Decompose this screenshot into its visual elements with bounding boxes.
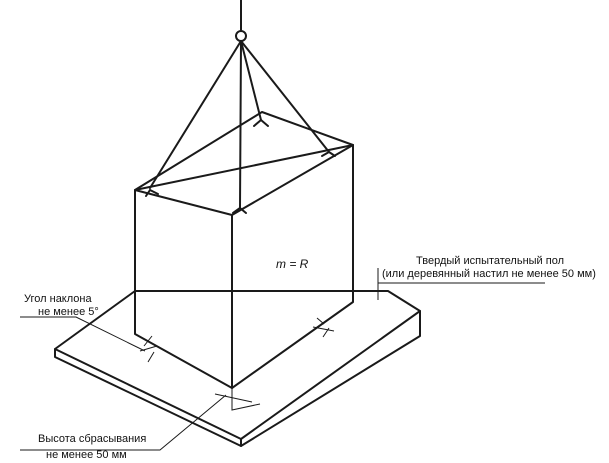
mass-label: m = R: [276, 257, 309, 271]
tilt-label-line2: не менее 5°: [38, 306, 99, 318]
tilt-label-line1: Угол наклона: [24, 293, 92, 305]
lifting-eyes: [145, 119, 336, 214]
test-floor-slab: [54, 290, 421, 447]
floor-label-line1: Твердый испытательный пол: [416, 255, 564, 267]
crate-box: [134, 111, 354, 389]
drop-label-line1: Высота сбрасывания: [38, 433, 146, 445]
leader-lines: [20, 268, 545, 451]
floor-label-line2: (или деревянный настил не менее 50 мм): [382, 268, 596, 280]
lifting-slings: [149, 0, 330, 209]
tilt-angle-markers: [139, 317, 335, 363]
drop-gap: [214, 388, 261, 411]
drop-label-line2: не менее 50 мм: [46, 449, 127, 461]
